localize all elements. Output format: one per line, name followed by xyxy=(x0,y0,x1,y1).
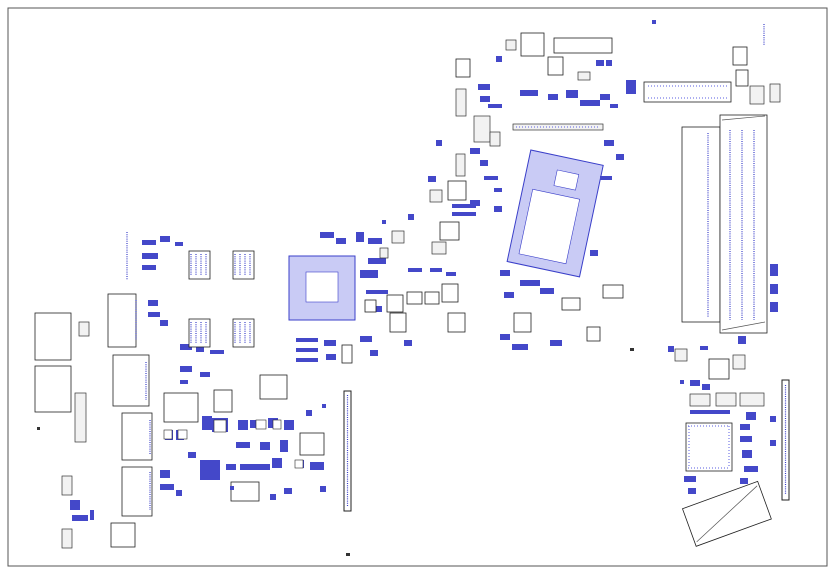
right-small-parts xyxy=(668,264,778,494)
right-lower-group xyxy=(674,348,772,547)
upper-center-parts xyxy=(428,20,656,298)
upper-connector-strip xyxy=(473,115,604,147)
memory-slot-connector xyxy=(681,114,768,334)
vertical-connectors xyxy=(343,379,790,512)
center-component-group xyxy=(296,214,562,362)
rotated-soc xyxy=(506,149,604,278)
board-outline xyxy=(7,7,828,567)
dram-block-group xyxy=(188,250,255,348)
left-component-group xyxy=(34,232,326,549)
main-bga-chip xyxy=(288,255,356,321)
top-right-connector xyxy=(643,24,781,105)
markers xyxy=(37,348,634,556)
center-ics xyxy=(341,32,624,364)
